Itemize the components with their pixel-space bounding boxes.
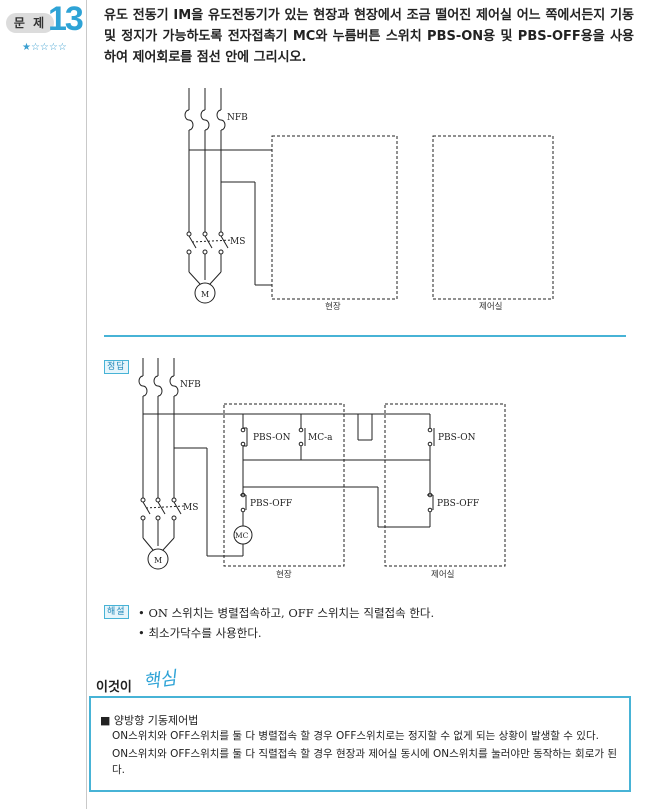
core-script: 핵심 [141,667,178,694]
mc-a-label: MC-a [308,433,333,443]
core-line-2: ON스위치와 OFF스위치를 둘 다 직렬접속 할 경우 현장과 제어실 동시에… [112,748,618,776]
question-diagram: NFB MS M 현장 제어실 [184,88,554,312]
problem-text: 유도 전동기 IM을 유도전동기가 있는 현장과 현장에서 조금 떨어진 제어실… [104,8,634,65]
core-title: 이것이 [96,680,132,695]
difficulty-stars: ★☆☆☆☆ [22,42,67,53]
answer-control-room-label: 제어실 [431,569,454,580]
problem-badge: 문 제 13 [4,0,86,38]
explanation-line-2: • 최소가닥수를 사용한다. [138,626,262,640]
site-pbs-off-label: PBS-OFF [250,499,292,509]
core-heading: ■ 양방향 기동제어법 [100,714,199,727]
problem-number: 13 [48,0,84,38]
answer-nfb-label: NFB [180,380,201,390]
core-box [89,696,631,792]
answer-site-label: 현장 [276,569,292,580]
explanation-tag: 해설 [104,605,129,619]
motor-label: M [201,290,209,299]
site-label: 현장 [325,301,341,312]
answer-ms-label: MS [183,503,198,513]
nfb-label: NFB [227,113,248,123]
ms-label: MS [230,237,245,247]
site-pbs-on-label: PBS-ON [253,433,291,443]
answer-motor-label: M [154,556,162,565]
mc-coil-label: MC [235,531,249,540]
room-pbs-off-label: PBS-OFF [437,499,479,509]
margin-rule [86,0,87,809]
problem-label: 문 제 [6,13,54,33]
answer-tag: 정답 [104,360,129,374]
answer-diagram: NFB MS M MC PBS-ON MC-a PBS-OFF PBS-ON P… [138,358,506,580]
control-room-label: 제어실 [479,301,502,312]
room-pbs-on-label: PBS-ON [438,433,476,443]
section-divider [104,335,626,337]
explanation-line-1: • ON 스위치는 병렬접속하고, OFF 스위치는 직렬접속 한다. [138,606,435,620]
core-line-1: ON스위치와 OFF스위치를 둘 다 병렬접속 할 경우 OFF스위치로는 정지… [112,730,599,742]
